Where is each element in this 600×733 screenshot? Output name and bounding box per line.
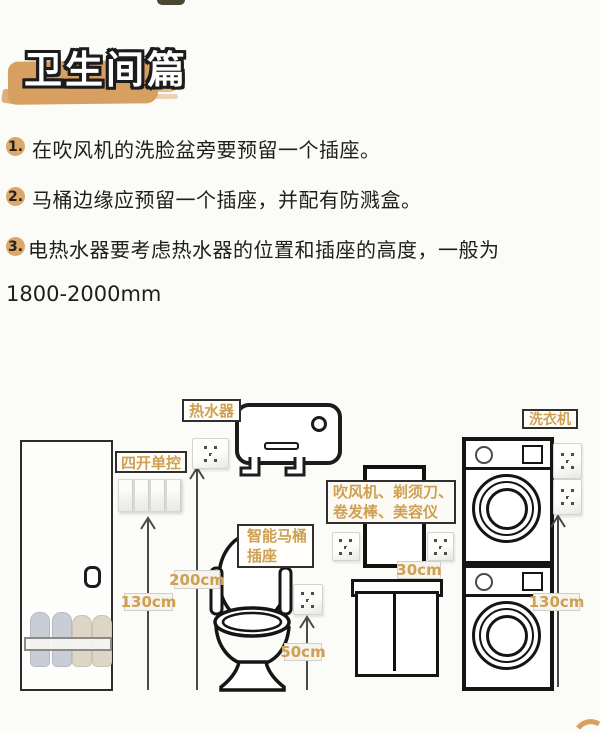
- title-brush-streak: [146, 94, 178, 99]
- tip-row-2: 2. 马桶边缘应预留一个插座，并配有防溅盒。: [6, 184, 586, 213]
- switch-rocker: [167, 480, 181, 511]
- heater-socket: [192, 438, 229, 469]
- page-title-text: 卫生间篇: [24, 48, 189, 92]
- slipper-rack-rail: [24, 637, 112, 651]
- washing-machine-bottom: [462, 564, 554, 691]
- washer-label: 洗衣机: [522, 409, 578, 429]
- tip-text: 在吹风机的洗脸盆旁要预留一个插座。: [32, 138, 381, 162]
- tip-row-1: 1. 在吹风机的洗脸盆旁要预留一个插座。: [6, 134, 586, 163]
- four-gang-switch: [118, 479, 182, 512]
- washer-socket-bottom: [553, 479, 582, 515]
- toilet-rim-inner: [221, 611, 283, 633]
- toilet-pedestal: [219, 660, 286, 692]
- water-heater-label: 热水器: [182, 399, 241, 422]
- measurement-200cm: 200cm: [169, 570, 225, 589]
- washer-socket-top: [553, 443, 582, 479]
- measurement-50cm: 50cm: [280, 643, 326, 661]
- vanity-door-divider: [393, 594, 396, 671]
- washer-display: [522, 445, 543, 464]
- tip-number-badge: 2.: [6, 187, 25, 206]
- switch-rocker: [135, 480, 149, 511]
- tip-text: 电热水器要考虑热水器的位置和插座的高度，一般为: [28, 238, 500, 262]
- tip-number-badge: 3.: [6, 237, 25, 256]
- measurement-30cm: 30cm: [396, 561, 442, 579]
- washer-control-panel: [466, 441, 550, 470]
- washer-knob: [475, 573, 493, 591]
- smart-toilet-socket-label: 智能马桶 插座: [237, 524, 314, 568]
- door-handle: [84, 566, 101, 588]
- washer-control-panel: [466, 568, 550, 597]
- switch-rocker: [151, 480, 165, 511]
- vanity-appliances-label: 吹风机、剃须刀、 卷发棒、美容仪: [326, 480, 456, 524]
- measurement-130cm-left: 130cm: [120, 593, 177, 611]
- vanity-socket-right: [427, 532, 454, 561]
- toilet-seat-hinge-right: [278, 566, 293, 616]
- smart-toilet-socket: [293, 584, 323, 615]
- page-title: 卫生间篇 卫生间篇: [21, 45, 189, 95]
- page-title-outline: 卫生间篇: [21, 45, 189, 94]
- washer-drum: [472, 474, 541, 543]
- washer-drum: [472, 601, 541, 670]
- water-heater-dial: [311, 416, 327, 432]
- corner-brush-mark: [576, 719, 600, 730]
- top-tab-decoration: [157, 0, 185, 5]
- tip-text: 马桶边缘应预留一个插座，并配有防溅盒。: [32, 188, 422, 212]
- tip-3-continuation: 1800-2000mm: [6, 282, 162, 306]
- vanity-socket-left: [332, 532, 360, 561]
- toilet-rim-outer: [213, 606, 291, 638]
- vanity-cabinet: [355, 591, 439, 677]
- switch-label: 四开单控: [115, 451, 187, 473]
- tip-number-badge: 1.: [6, 137, 25, 156]
- washing-machine-top: [462, 437, 554, 565]
- toilet-bowl-body: [214, 625, 291, 665]
- washer-display: [522, 572, 543, 591]
- washer-knob: [475, 446, 493, 464]
- measurement-130cm-right: 130cm: [528, 593, 585, 611]
- water-heater-vent: [264, 442, 299, 450]
- switch-rocker: [119, 480, 133, 511]
- water-heater-body: [235, 403, 342, 465]
- tip-row-3: 3. 电热水器要考虑热水器的位置和插座的高度，一般为: [6, 234, 586, 263]
